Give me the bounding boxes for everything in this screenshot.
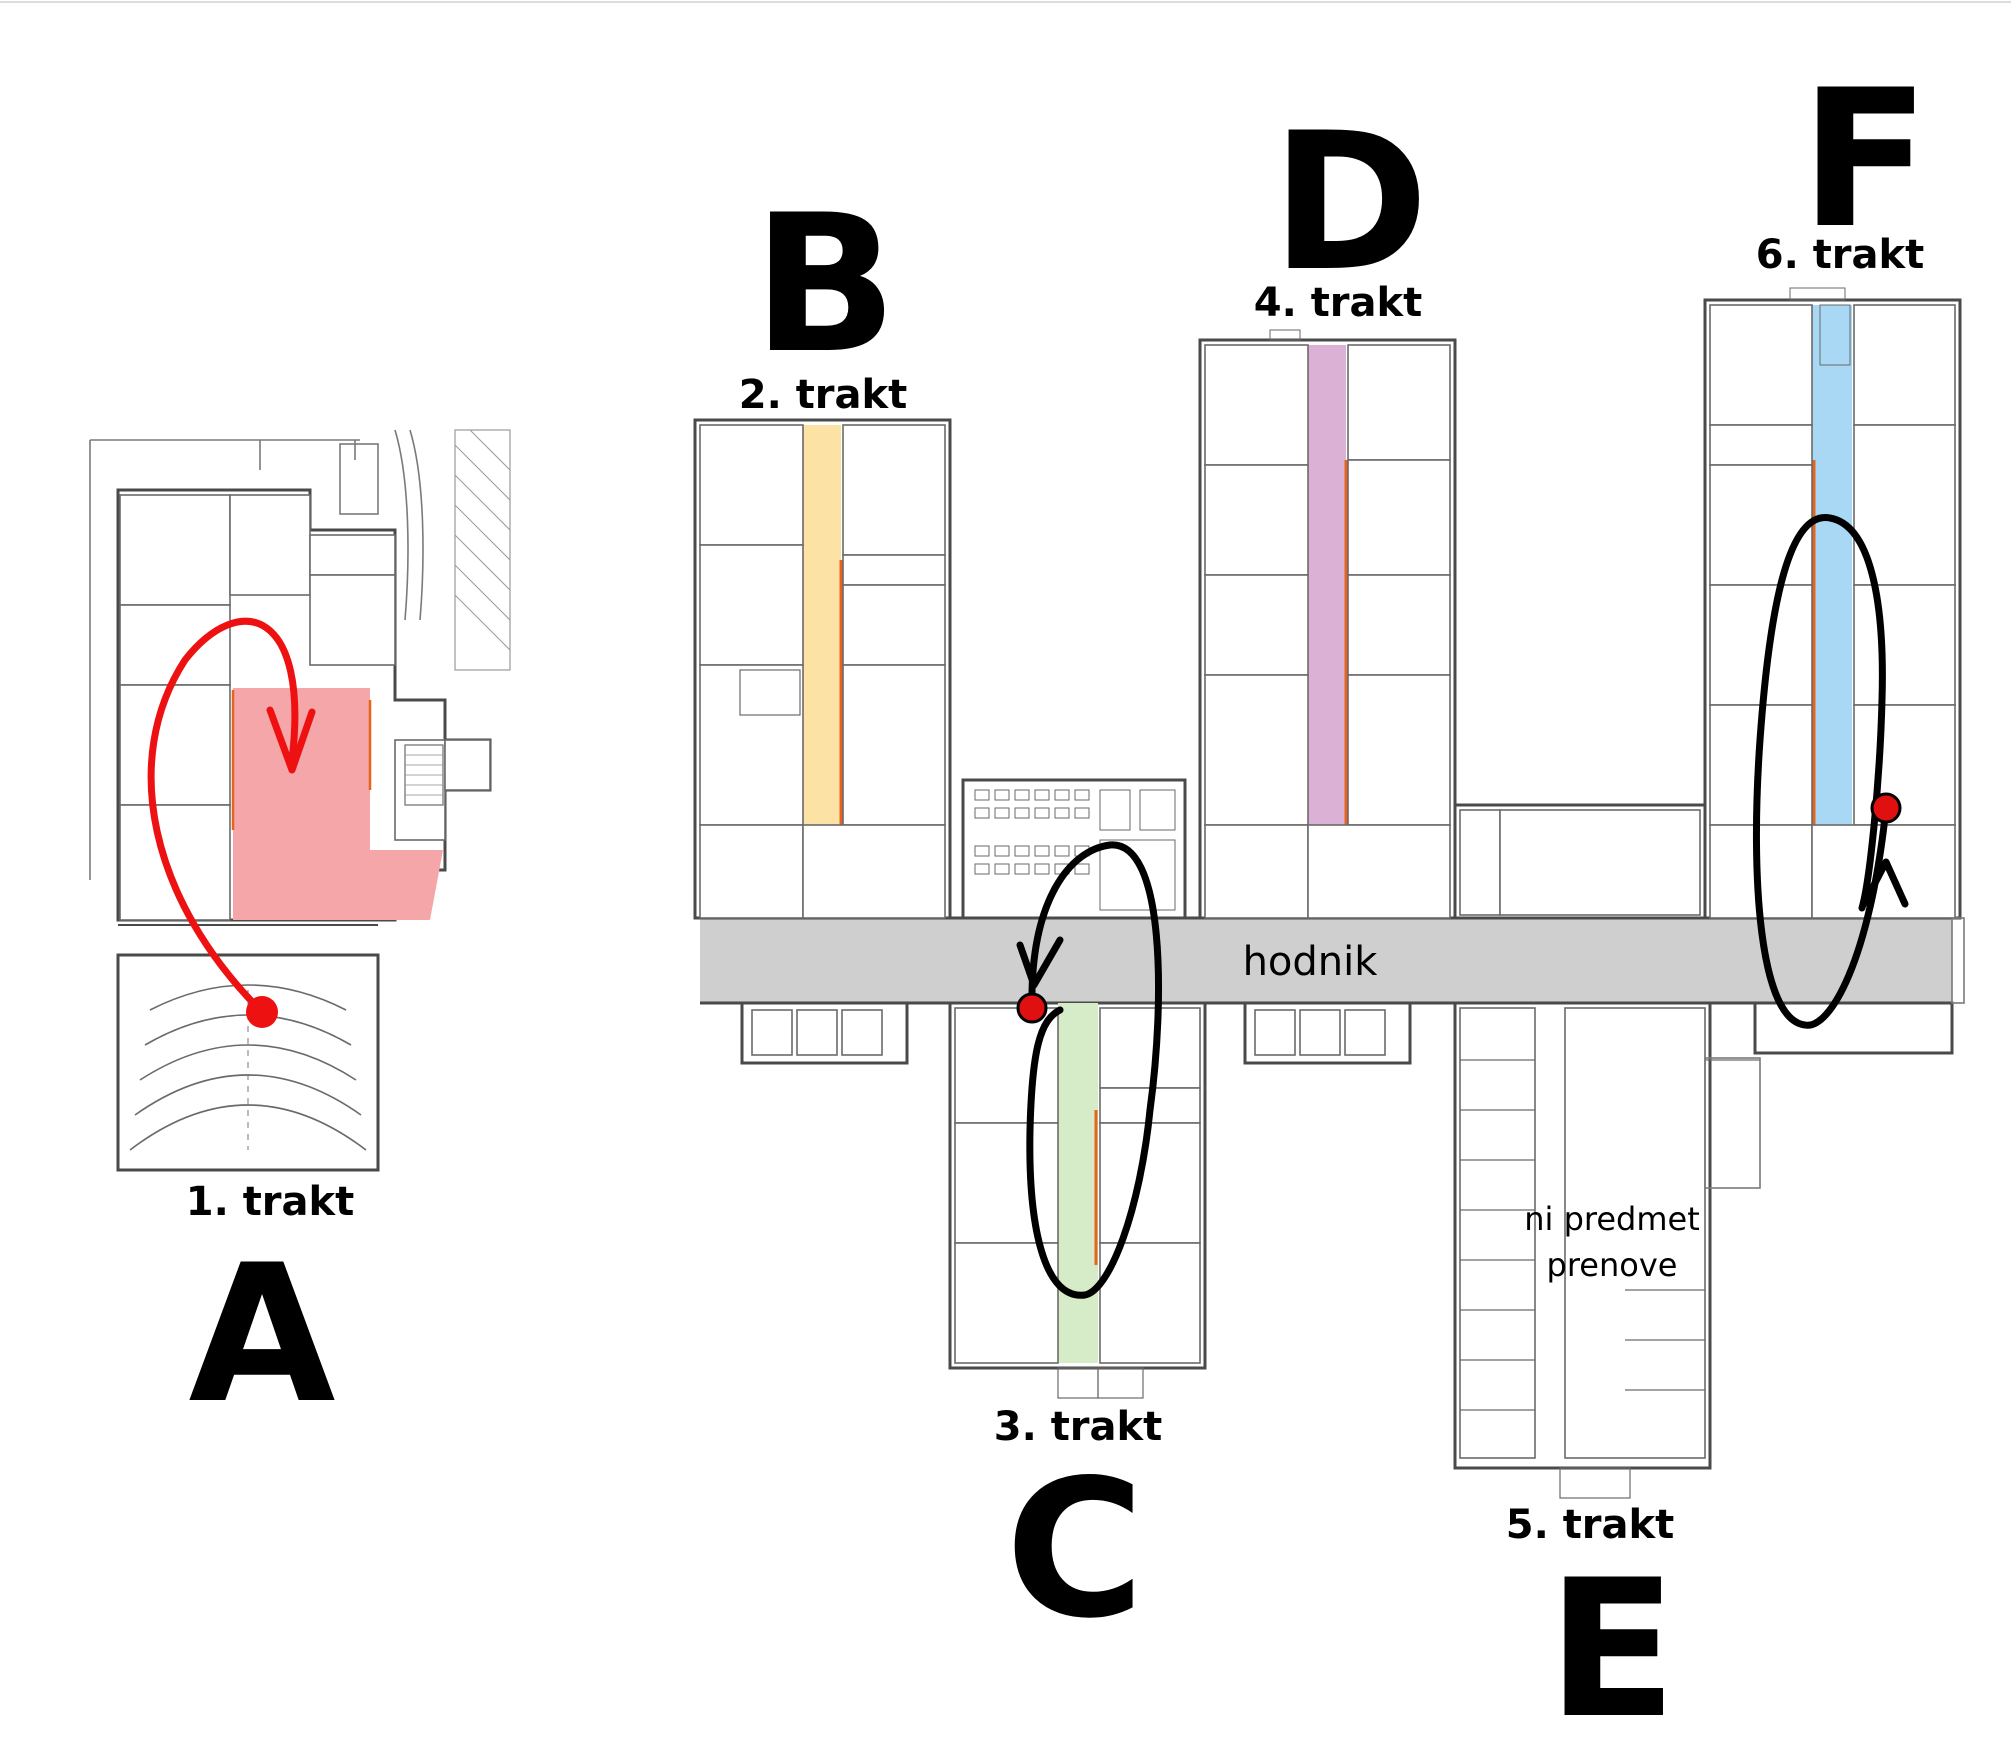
- wing-f-corridor: [1812, 305, 1852, 825]
- letter-a: A: [188, 1224, 335, 1445]
- wing-label-3: 3. trakt: [994, 1404, 1163, 1450]
- corridor-label: hodnik: [1243, 939, 1379, 985]
- corridor-hodnik: [700, 918, 1952, 1003]
- wing-label-6: 6. trakt: [1756, 232, 1925, 278]
- classroom-desks: [974, 789, 1176, 911]
- letter-d: D: [1271, 92, 1429, 313]
- wing-d-corridor: [1308, 345, 1346, 825]
- start-dot-c: [1016, 992, 1048, 1024]
- wing-label-1: 1. trakt: [186, 1179, 355, 1225]
- letter-b: B: [753, 174, 898, 395]
- wing-b-corridor: [803, 425, 841, 825]
- excluded-note-line2: prenove: [1547, 1246, 1678, 1284]
- loop-arrow-wing-c: [1016, 841, 1162, 1299]
- letter-e: E: [1547, 1539, 1677, 1741]
- wing-label-5: 5. trakt: [1506, 1502, 1675, 1548]
- main-building-plan: [693, 287, 1965, 1499]
- red-arrow-wing-a: [147, 617, 316, 1028]
- letter-c: C: [1005, 1439, 1144, 1660]
- loop-arrow-wing-f: [1752, 514, 1909, 1029]
- excluded-note-line1: ni predmet: [1524, 1200, 1700, 1238]
- wing-c-corridor: [1058, 1003, 1098, 1363]
- start-dot-f: [1870, 792, 1902, 824]
- wing-label-2: 2. trakt: [739, 372, 908, 418]
- wing-label-4: 4. trakt: [1254, 280, 1423, 326]
- start-dot-a: [246, 996, 278, 1028]
- neighbour-hatch: [454, 429, 511, 671]
- letter-f: F: [1800, 49, 1930, 270]
